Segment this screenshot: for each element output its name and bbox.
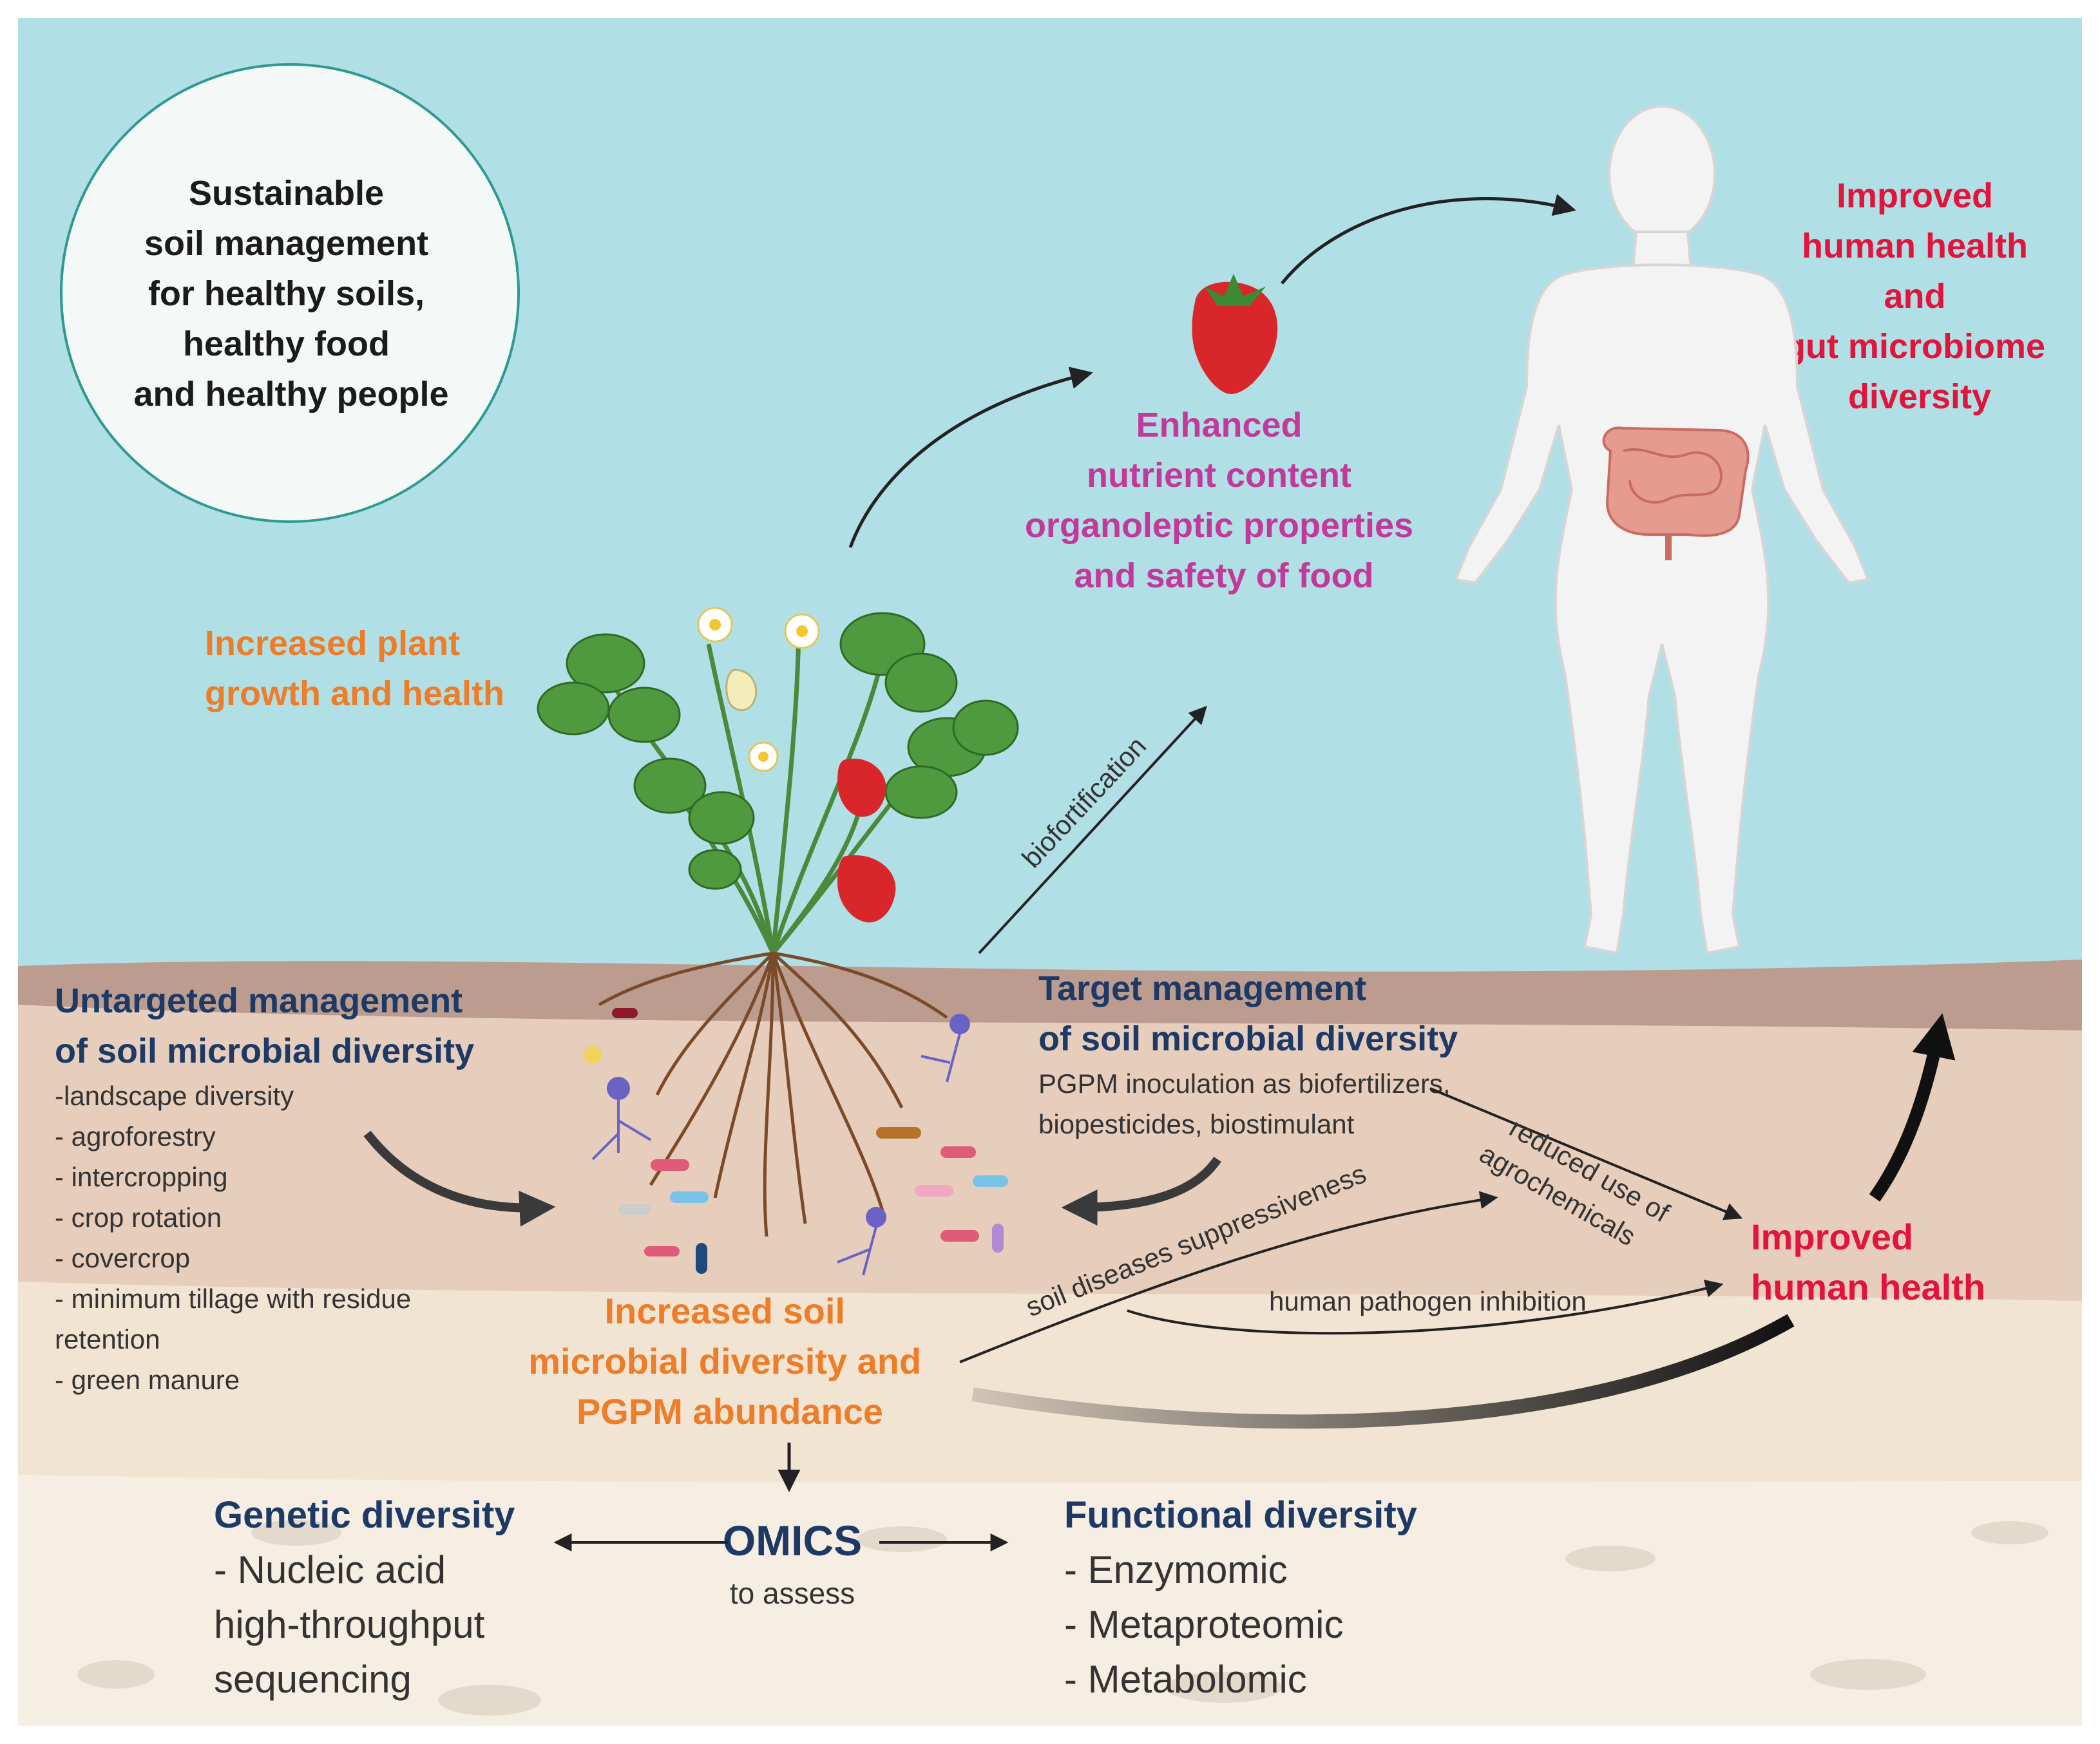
arrow-target-to-soil [1061, 1156, 1221, 1226]
arrow-improved-health-to-human [1869, 1013, 1956, 1202]
circle-line-4: healthy food [183, 325, 390, 363]
target-management-list: PGPM inoculation as biofertilizers, biop… [1038, 1068, 1458, 1139]
circle-line-3: for healthy soils, [148, 274, 425, 313]
human-health-gut-label: Improved human health and gut microbiome… [1784, 176, 2055, 416]
increased-soil-diversity-label: Increased soil microbial diversity and P… [528, 1291, 931, 1432]
arrow-plant-to-food [848, 366, 1093, 548]
svg-text:Sustainable soil managem: Sustainable soil management for healthy … [133, 174, 448, 413]
untargeted-management-list: -landscape diversity - agroforestry - in… [55, 1081, 419, 1395]
functional-diversity-list: - Enzymomic - Metaproteomic - Metabolomi… [1064, 1548, 1354, 1701]
circle-line-5: and healthy people [133, 375, 448, 413]
circle-line-1: Sustainable [189, 174, 384, 213]
soil-bottom-layer [18, 1475, 2082, 1726]
genetic-diversity-list: - Nucleic acid high-throughput sequencin… [214, 1548, 495, 1701]
circle-line-2: soil management [144, 224, 428, 263]
soil-lower-layer [18, 1282, 2082, 1494]
strawberry-fruit-icon [1192, 274, 1278, 394]
human-pathogen-label: human pathogen inhibition [1269, 1286, 1587, 1316]
untargeted-management-title: Untargeted management of soil microbial … [55, 981, 474, 1070]
strawberry-plant-icon [537, 607, 1019, 955]
summary-circle: Sustainable soil management for healthy … [60, 63, 520, 523]
soil-middle-layer [18, 1005, 2082, 1314]
intestine-icon [1602, 426, 1750, 560]
improved-human-health-label: Improved human health [1751, 1217, 1985, 1307]
omics-subtitle: to assess [730, 1577, 855, 1610]
arrow-untargeted-to-soil [363, 1130, 556, 1227]
target-management-title: Target management of soil microbial dive… [1038, 969, 1458, 1058]
arrow-human-pathogen-inhibition [1127, 1280, 1724, 1335]
plant-growth-label: Increased plant growth and health [205, 624, 504, 713]
soil-pebbles [77, 1520, 2048, 1716]
genetic-diversity-title: Genetic diversity [214, 1494, 515, 1536]
arrow-biofortification [978, 705, 1207, 954]
arrow-reduced-agrochemicals [1429, 1087, 1743, 1220]
arrow-food-to-human [1281, 194, 1576, 285]
functional-diversity-title: Functional diversity [1064, 1494, 1417, 1536]
food-quality-label: Enhanced nutrient content organoleptic p… [1025, 406, 1423, 595]
omics-title: OMICS [723, 1517, 862, 1564]
arrow-soil-to-improved-health [971, 1314, 1795, 1429]
human-figure-icon [1454, 105, 1870, 955]
arrow-soil-diseases-suppressiveness [959, 1191, 1498, 1363]
soil-microbes-icon [584, 1008, 1008, 1276]
